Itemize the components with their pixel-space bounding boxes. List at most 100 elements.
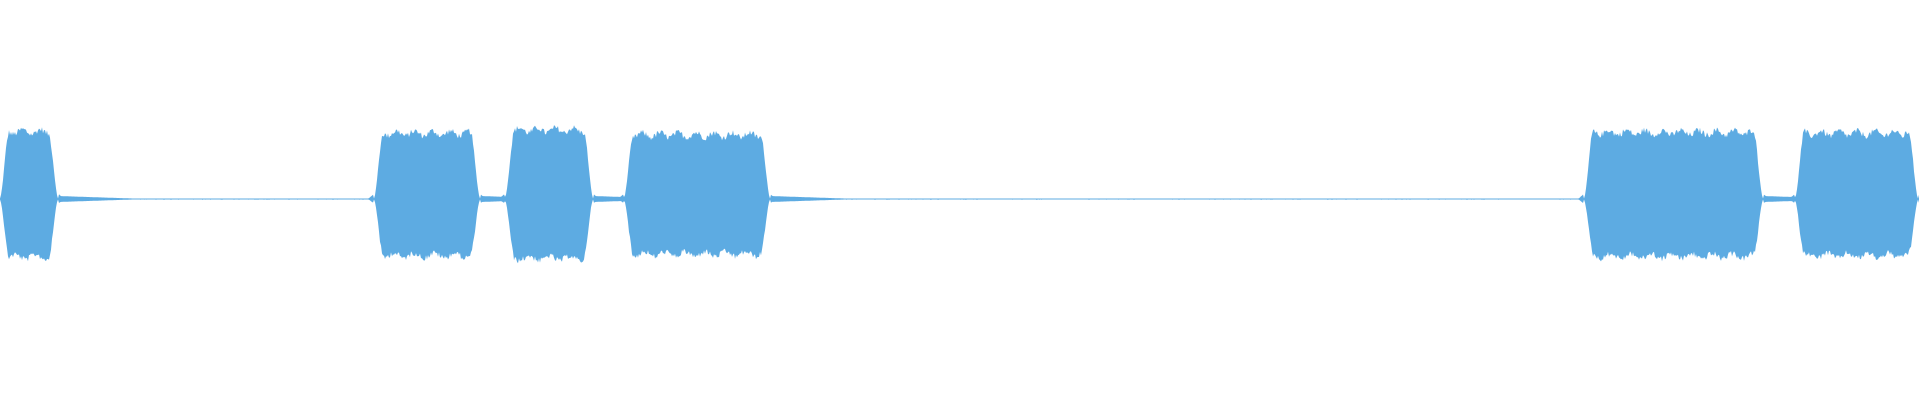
noise-speck (1410, 198, 1411, 200)
noise-speck (1471, 198, 1472, 200)
noise-speck (1401, 198, 1403, 200)
noise-speck (963, 198, 964, 200)
noise-speck (965, 198, 967, 200)
noise-speck (1438, 198, 1440, 200)
noise-speck (266, 198, 268, 200)
noise-speck (1270, 198, 1271, 200)
noise-speck (1012, 198, 1013, 200)
noise-speck (1439, 198, 1440, 200)
noise-speck (908, 198, 909, 200)
noise-speck (297, 198, 298, 200)
noise-speck (1466, 198, 1468, 200)
noise-speck (1041, 198, 1042, 200)
noise-speck (1445, 198, 1446, 200)
noise-speck (238, 198, 240, 200)
noise-speck (1244, 198, 1246, 200)
noise-speck (886, 198, 888, 200)
noise-speck (1388, 198, 1389, 200)
noise-speck (1409, 198, 1410, 200)
noise-speck (205, 198, 206, 200)
noise-speck (1483, 198, 1485, 200)
noise-speck (1172, 198, 1173, 200)
noise-speck (354, 198, 355, 200)
noise-speck (1559, 198, 1561, 200)
noise-speck (937, 198, 939, 200)
noise-speck (144, 198, 145, 200)
noise-speck (1345, 198, 1347, 200)
noise-speck (856, 198, 857, 200)
noise-speck (155, 198, 157, 200)
noise-speck (254, 198, 255, 200)
noise-speck (930, 198, 932, 200)
noise-speck (1563, 198, 1564, 200)
noise-speck (170, 198, 172, 200)
noise-speck (1395, 198, 1397, 200)
noise-speck (221, 198, 223, 200)
noise-speck (1133, 198, 1135, 200)
noise-speck (288, 198, 290, 200)
noise-speck (1406, 198, 1407, 200)
noise-speck (1118, 198, 1119, 200)
noise-speck (1357, 198, 1358, 200)
noise-speck (255, 198, 257, 200)
noise-speck (874, 198, 876, 200)
noise-speck (888, 198, 890, 200)
noise-speck (274, 198, 275, 200)
noise-speck (248, 198, 249, 200)
noise-speck (326, 198, 327, 200)
noise-speck (193, 198, 194, 200)
noise-speck (1184, 198, 1185, 200)
noise-speck (1250, 198, 1252, 200)
noise-speck (1473, 198, 1475, 200)
noise-speck (362, 198, 364, 200)
waveform-silence-noise (140, 198, 1571, 200)
noise-speck (1178, 198, 1180, 200)
noise-speck (1292, 198, 1294, 200)
noise-speck (268, 198, 270, 200)
noise-speck (898, 198, 900, 200)
noise-speck (210, 198, 211, 200)
noise-speck (1498, 198, 1499, 200)
noise-speck (1299, 198, 1301, 200)
noise-speck (1336, 198, 1337, 200)
noise-speck (202, 198, 203, 200)
noise-speck (1127, 198, 1128, 200)
noise-speck (1331, 198, 1333, 200)
noise-speck (837, 198, 838, 200)
noise-speck (1209, 198, 1210, 200)
noise-speck (1285, 198, 1286, 200)
noise-speck (1214, 198, 1216, 200)
noise-speck (851, 198, 853, 200)
noise-speck (1356, 198, 1357, 200)
noise-speck (233, 198, 235, 200)
noise-speck (1106, 198, 1107, 200)
noise-speck (1261, 198, 1262, 200)
noise-speck (140, 198, 141, 200)
noise-speck (317, 198, 319, 200)
noise-speck (846, 198, 847, 200)
noise-speck (1039, 198, 1040, 200)
noise-speck (973, 198, 974, 200)
noise-speck (1461, 198, 1462, 200)
noise-speck (163, 198, 165, 200)
noise-speck (1271, 198, 1273, 200)
noise-speck (1036, 198, 1038, 200)
noise-speck (263, 198, 265, 200)
noise-speck (915, 198, 917, 200)
noise-speck (1239, 198, 1240, 200)
noise-speck (178, 198, 179, 200)
noise-speck (1128, 198, 1130, 200)
noise-speck (1088, 198, 1090, 200)
noise-speck (1223, 198, 1224, 200)
noise-speck (1327, 198, 1328, 200)
noise-speck (332, 198, 334, 200)
waveform-shape (0, 125, 1919, 264)
noise-speck (257, 198, 259, 200)
noise-speck (1570, 198, 1571, 200)
noise-speck (922, 198, 924, 200)
noise-speck (337, 198, 338, 200)
noise-speck (1098, 198, 1100, 200)
noise-speck (146, 198, 147, 200)
